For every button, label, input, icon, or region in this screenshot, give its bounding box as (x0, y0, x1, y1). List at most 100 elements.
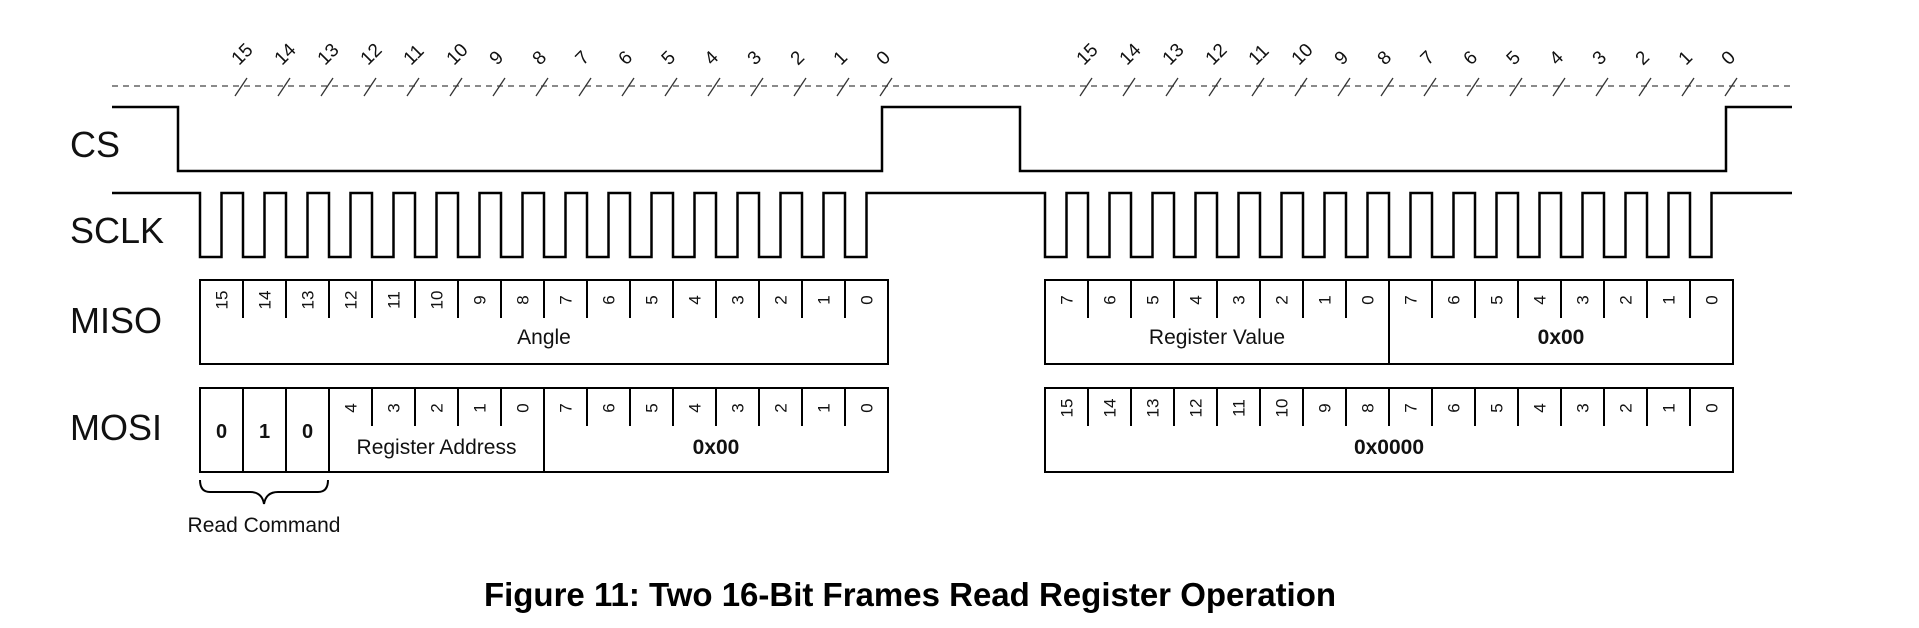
bit-tick (1208, 77, 1222, 97)
mosi-2-bit: 3 (1574, 403, 1593, 412)
bit-tick (1681, 77, 1695, 97)
bit-index-number: 11 (1245, 41, 1274, 70)
register-address-bit: 4 (342, 403, 361, 412)
miso-2-high-bit: 1 (1316, 295, 1335, 304)
bit-index-number: 3 (1589, 47, 1611, 69)
register-address-bit: 3 (385, 403, 404, 412)
miso-1-bit: 0 (858, 295, 877, 304)
bit-tick (320, 77, 334, 97)
register-address-bit: 2 (428, 403, 447, 412)
bit-index-number: 4 (701, 47, 724, 70)
bit-index-number: 15 (228, 40, 258, 70)
mosi-1-data-bit: 4 (686, 403, 705, 412)
mosi-signal-label: MOSI (70, 407, 162, 448)
mosi-2-bit: 8 (1359, 403, 1378, 412)
bit-tick (1638, 77, 1652, 97)
mosi-1-data-bit: 2 (772, 403, 791, 412)
mosi-2-bit: 9 (1316, 403, 1335, 412)
bit-index-number: 3 (744, 47, 766, 69)
mosi-1-data-bit: 7 (557, 403, 576, 412)
bit-tick (750, 77, 764, 97)
miso-1-bit: 15 (213, 291, 232, 310)
miso-1-bit: 9 (471, 295, 490, 304)
mosi-2-bit: 15 (1058, 399, 1077, 418)
miso-1-bit: 3 (729, 295, 748, 304)
bit-index-number: 0 (873, 47, 895, 69)
read-command-bit: 0 (216, 421, 227, 443)
bit-index-number: 1 (830, 47, 852, 69)
bit-tick (879, 77, 893, 97)
miso-1-bit: 2 (772, 295, 791, 304)
bit-tick (836, 77, 850, 97)
bit-tick (1122, 77, 1136, 97)
cs-signal-label: CS (70, 124, 120, 165)
miso-2-high-bit: 3 (1230, 295, 1249, 304)
bit-index-number: 5 (1503, 47, 1525, 69)
bit-tick (234, 77, 248, 97)
miso-2-low-bit: 2 (1617, 295, 1636, 304)
mosi-2-bit: 10 (1273, 399, 1292, 418)
miso-1-bit: 6 (600, 295, 619, 304)
figure-caption: Figure 11: Two 16-Bit Frames Read Regist… (484, 576, 1336, 613)
read-command-brace (199, 479, 329, 505)
register-value-label: Register Value (1149, 326, 1285, 349)
mosi-2-bit: 7 (1402, 403, 1421, 412)
bit-tick (363, 77, 377, 97)
miso-1-bit: 1 (815, 295, 834, 304)
bit-tick (1165, 77, 1179, 97)
miso-1-bit: 10 (428, 291, 447, 310)
bit-tick (1466, 77, 1480, 97)
bit-index-number: 6 (1460, 47, 1482, 69)
read-command-label: Read Command (188, 514, 341, 537)
bit-index-number: 8 (1374, 47, 1396, 69)
mosi-1-data-bit: 1 (815, 403, 834, 412)
miso-2-low-bit: 0 (1703, 295, 1722, 304)
bit-tick (1595, 77, 1609, 97)
miso-2-low-bit: 7 (1402, 295, 1421, 304)
miso-1-bit: 11 (385, 291, 404, 309)
bit-tick (1294, 77, 1308, 97)
miso-2-low-bit: 5 (1488, 295, 1507, 304)
mosi-data-value-label: 0x00 (693, 436, 740, 459)
bit-tick (1552, 77, 1566, 97)
miso-low-value-label: 0x00 (1538, 326, 1585, 349)
miso-2-high-bit: 4 (1187, 295, 1206, 304)
bit-tick (1423, 77, 1437, 97)
miso-2-high-bit: 0 (1359, 295, 1378, 304)
bit-tick (1337, 77, 1351, 97)
miso-1-bit: 8 (514, 295, 533, 304)
bit-tick (1509, 77, 1523, 97)
bit-tick (793, 77, 807, 97)
miso-2-low-bit: 6 (1445, 295, 1464, 304)
mosi-2-bit: 6 (1445, 403, 1464, 412)
mosi-frame-2-value-label: 0x0000 (1354, 436, 1424, 459)
bit-index-number: 7 (572, 47, 594, 69)
bit-index-number: 0 (1718, 47, 1740, 69)
mosi-1-data-bit: 3 (729, 403, 748, 412)
bit-index-number: 12 (357, 40, 387, 70)
bit-index-number: 14 (1116, 39, 1146, 69)
mosi-2-bit: 12 (1187, 399, 1206, 418)
miso-2-low-bit: 4 (1531, 295, 1550, 304)
bit-tick (535, 77, 549, 97)
read-command-bit: 1 (259, 421, 270, 443)
bit-index-number: 2 (787, 47, 809, 69)
bit-tick (406, 77, 420, 97)
bit-index-number: 15 (1073, 40, 1103, 70)
angle-field-label: Angle (517, 326, 571, 349)
bit-index-number: 14 (271, 39, 301, 69)
bit-index-number: 9 (1331, 47, 1353, 69)
bit-index-number: 6 (615, 47, 637, 69)
mosi-2-bit: 13 (1144, 399, 1163, 418)
miso-2-high-bit: 7 (1058, 295, 1077, 304)
cs-waveform (112, 105, 1792, 173)
mosi-1-data-bit: 6 (600, 403, 619, 412)
mosi-1-data-bit: 5 (643, 403, 662, 412)
bit-index-number: 9 (486, 47, 508, 69)
bit-tick (1380, 77, 1394, 97)
register-address-bit: 0 (514, 403, 533, 412)
bit-tick (621, 77, 635, 97)
